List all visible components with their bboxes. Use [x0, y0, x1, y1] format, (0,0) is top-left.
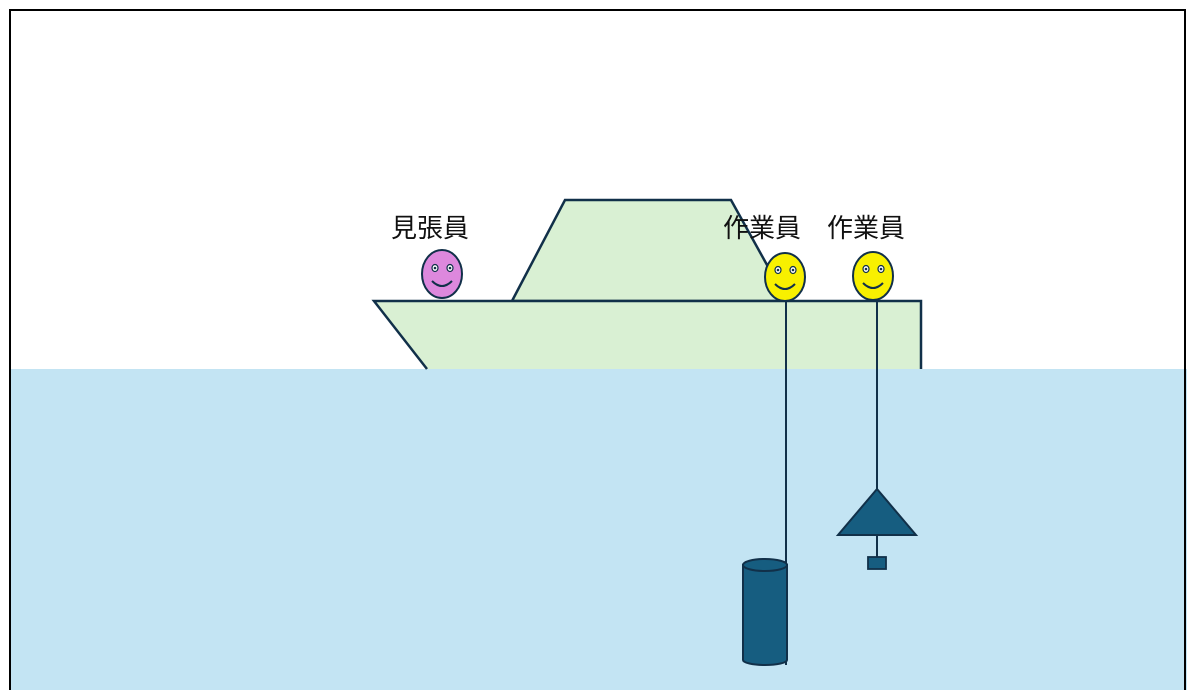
frame-border [9, 9, 1186, 690]
smiley-face-icon [852, 251, 894, 301]
worker-person-2: 作業員 [827, 214, 905, 301]
cone-weight-icon [835, 487, 919, 570]
boat-hull [374, 301, 921, 369]
worker-label-1: 作業員 [723, 214, 801, 244]
worker-label-2: 作業員 [827, 214, 905, 244]
smiley-face-icon [421, 249, 463, 299]
cylinder-sampler-icon [742, 558, 788, 666]
lookout-label: 見張員 [391, 214, 469, 244]
lookout-person: 見張員 [391, 214, 469, 299]
smiley-face-icon [764, 252, 806, 302]
boat-hull-outline [371, 299, 923, 370]
water [10, 369, 1187, 690]
